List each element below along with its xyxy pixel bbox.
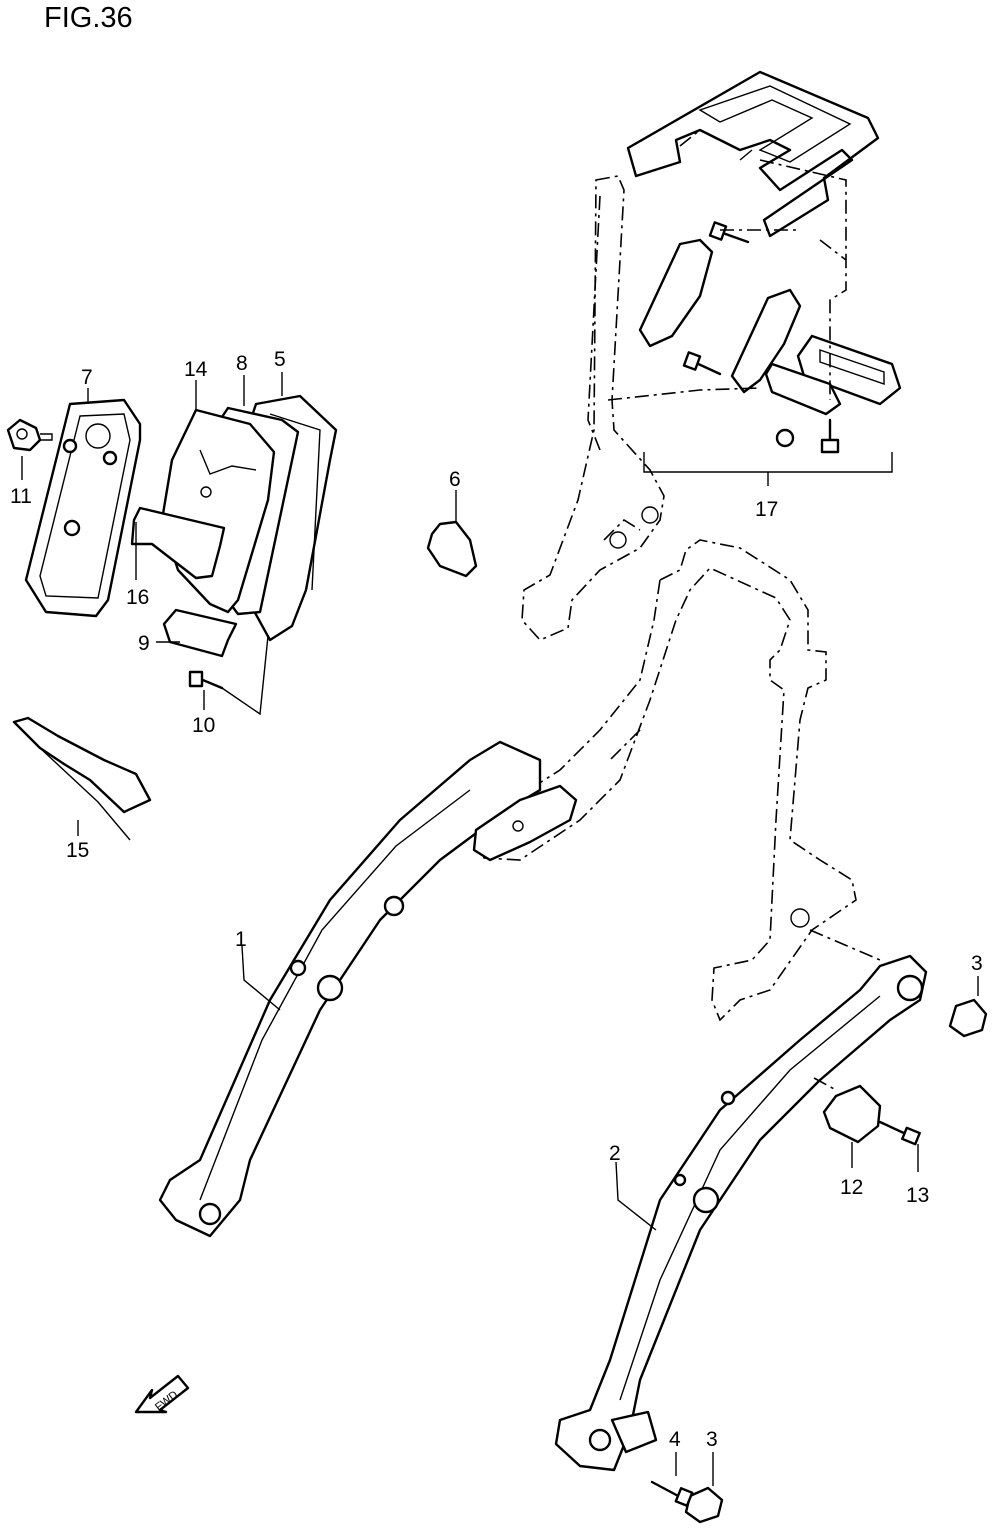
fwd-arrow-icon: FWD bbox=[134, 1374, 190, 1414]
bracket-plates bbox=[607, 129, 902, 454]
callout-5: 5 bbox=[274, 348, 286, 371]
callout-13: 13 bbox=[906, 1184, 929, 1207]
carrier-rack bbox=[626, 70, 880, 238]
callout-11: 11 bbox=[10, 485, 32, 508]
callout-14: 14 bbox=[184, 358, 208, 381]
rear-rail bbox=[554, 954, 928, 1472]
callout-15: 15 bbox=[66, 839, 89, 862]
callout-16: 16 bbox=[126, 586, 149, 609]
callout-9: 9 bbox=[138, 632, 150, 655]
leader-lines bbox=[21, 372, 979, 1486]
callout-3-upper: 3 bbox=[971, 952, 983, 975]
callout-10: 10 bbox=[192, 714, 215, 737]
callout-6: 6 bbox=[449, 468, 461, 491]
callout-8: 8 bbox=[236, 352, 248, 375]
callout-2: 2 bbox=[609, 1142, 621, 1165]
front-rail bbox=[158, 740, 578, 1238]
tool-bag-group bbox=[6, 394, 478, 841]
callout-12: 12 bbox=[840, 1176, 863, 1199]
callout-7: 7 bbox=[81, 366, 93, 389]
callout-4: 4 bbox=[669, 1428, 681, 1451]
callout-17: 17 bbox=[755, 498, 778, 521]
callout-3-lower: 3 bbox=[706, 1428, 718, 1451]
small-parts bbox=[650, 998, 988, 1524]
group-17-bracket bbox=[643, 452, 893, 486]
callout-labels: 1 2 3 3 4 5 6 7 8 9 10 11 12 13 14 15 16… bbox=[10, 348, 983, 1451]
sub-frame-middle bbox=[475, 539, 881, 1022]
sub-frame-upper bbox=[521, 175, 665, 641]
figure-title: FIG.36 bbox=[44, 2, 133, 34]
callout-1: 1 bbox=[235, 928, 247, 951]
